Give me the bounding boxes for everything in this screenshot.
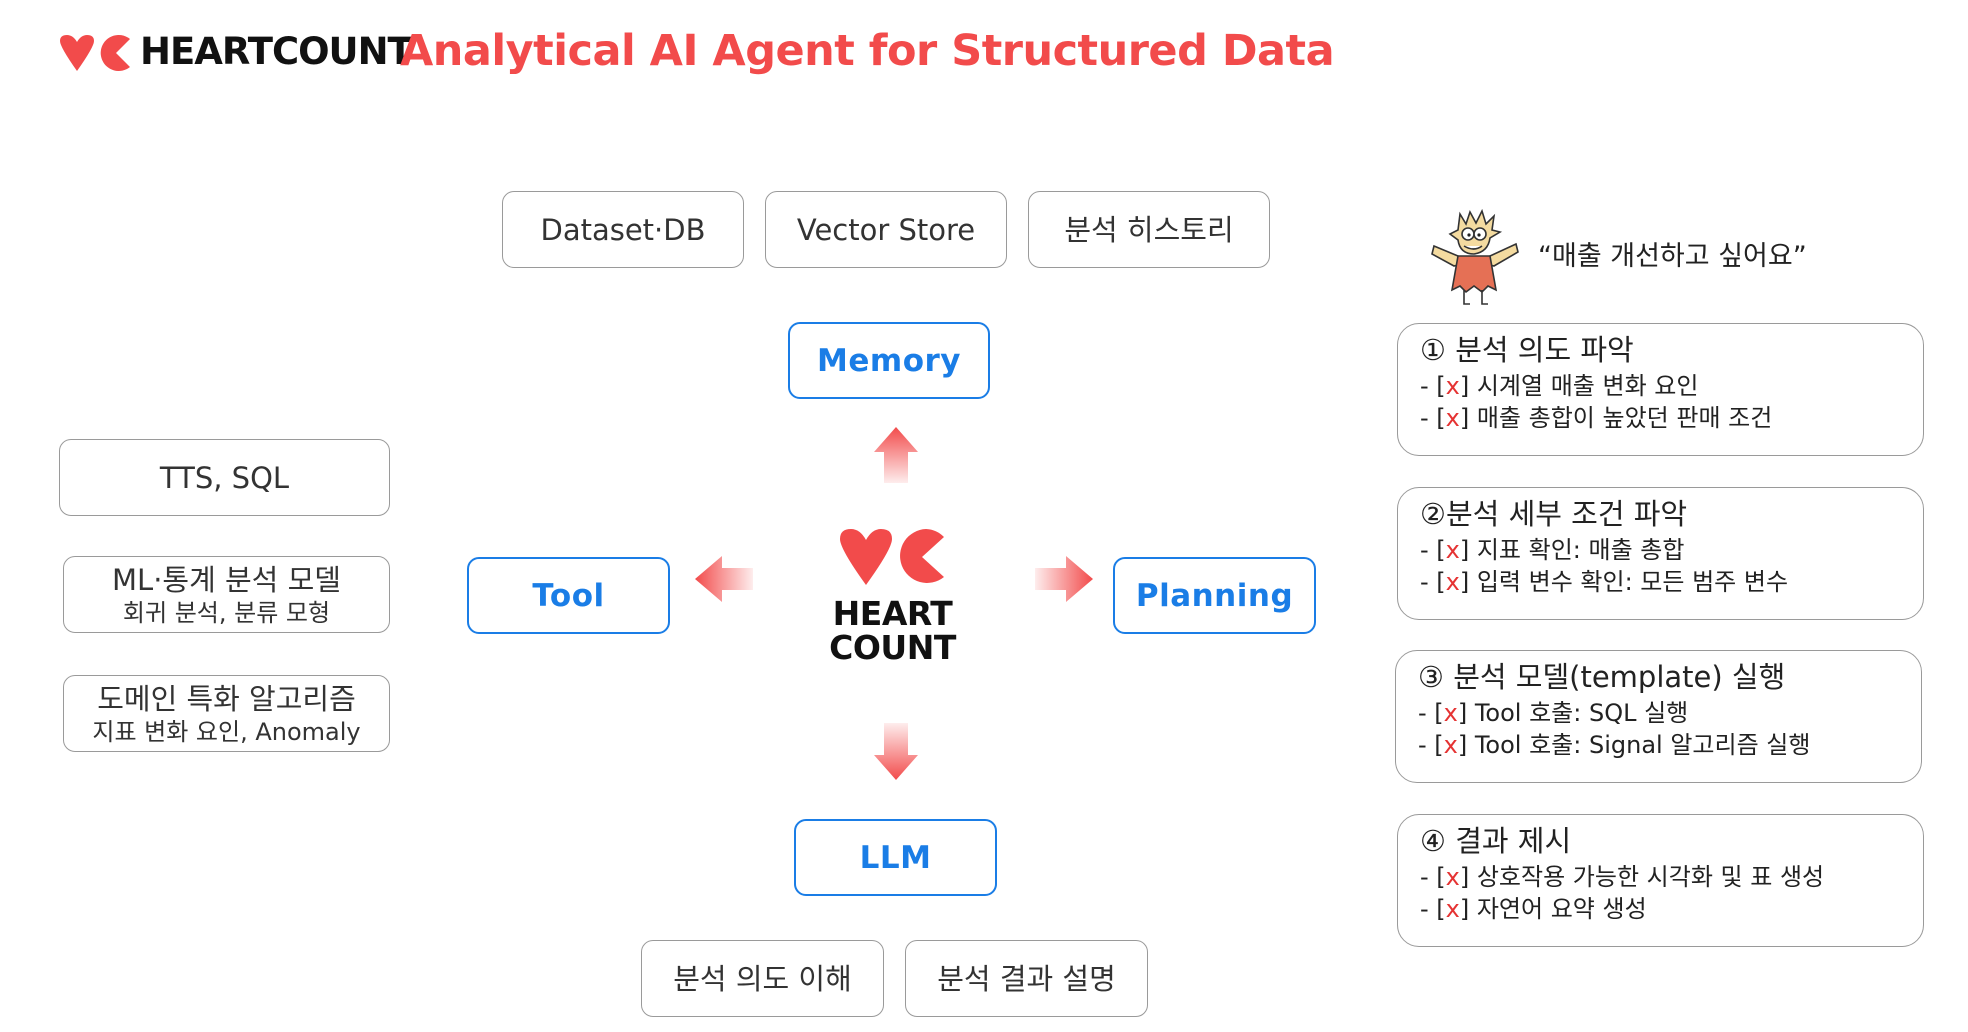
step-item-text: ] Tool 호출: Signal 알고리즘 실행 — [1457, 731, 1811, 759]
memory-source-label: Vector Store — [796, 212, 976, 247]
step-item-prefix: - [ — [1420, 372, 1446, 400]
memory-source-vector-store: Vector Store — [765, 191, 1007, 268]
tool-node: Tool — [467, 557, 670, 634]
tool-item-title: TTS, SQL — [159, 460, 290, 495]
step-item-mark: x — [1445, 536, 1460, 564]
llm-item-explain: 분석 결과 설명 — [905, 940, 1148, 1017]
step-item-prefix: - [ — [1418, 731, 1444, 759]
step-item: - [x] 시계열 매출 변화 요인 — [1420, 370, 1901, 402]
llm-item-label: 분석 결과 설명 — [937, 961, 1116, 996]
llm-item-label: 분석 의도 이해 — [673, 961, 852, 996]
cartoon-character-icon — [1431, 208, 1519, 305]
step-item-prefix: - [ — [1420, 568, 1446, 596]
memory-source-dataset-db: Dataset·DB — [502, 191, 744, 268]
step-item: - [x] 입력 변수 확인: 모든 범주 변수 — [1420, 566, 1901, 598]
tool-item-ml-stats: ML·통계 분석 모델 회귀 분석, 분류 모형 — [63, 556, 390, 633]
step-item: - [x] 상호작용 가능한 시각화 및 표 생성 — [1420, 861, 1901, 893]
step-item-text: ] 매출 총합이 높았던 판매 조건 — [1459, 404, 1773, 432]
step-item-mark: x — [1445, 372, 1460, 400]
step-item-mark: x — [1445, 863, 1460, 891]
step-item-mark: x — [1445, 568, 1460, 596]
step-item-prefix: - [ — [1420, 404, 1446, 432]
step-item-mark: x — [1443, 731, 1458, 759]
step-item-mark: x — [1443, 699, 1458, 727]
step-item-prefix: - [ — [1420, 895, 1446, 923]
center-brand-line: HEART — [832, 594, 953, 633]
tool-item-title: ML·통계 분석 모델 — [112, 562, 341, 597]
arrow-left-icon — [695, 556, 753, 602]
step-title: ②분석 세부 조건 파악 — [1420, 497, 1688, 531]
step-item-text: ] 자연어 요약 생성 — [1459, 895, 1647, 923]
brand-name: HEARTCOUNT — [140, 30, 413, 73]
arrow-down-icon — [874, 723, 918, 780]
step-title: ① 분석 의도 파악 — [1420, 333, 1634, 367]
center-brand-line: COUNT — [829, 628, 956, 667]
step-item-text: ] 상호작용 가능한 시각화 및 표 생성 — [1459, 863, 1825, 891]
step-item-text: ] 지표 확인: 매출 총합 — [1459, 536, 1685, 564]
step-item: - [x] 자연어 요약 생성 — [1420, 893, 1901, 925]
arrow-right-icon — [1035, 556, 1093, 602]
step-item: - [x] 지표 확인: 매출 총합 — [1420, 534, 1901, 566]
memory-source-label: 분석 히스토리 — [1064, 212, 1234, 247]
step-item-text: ] 입력 변수 확인: 모든 범주 변수 — [1459, 568, 1789, 596]
step-item-text: ] Tool 호출: SQL 실행 — [1457, 699, 1689, 727]
page-title: Analytical AI Agent for Structured Data — [400, 26, 1335, 76]
planning-step-1: ① 분석 의도 파악 - [x] 시계열 매출 변화 요인 - [x] 매출 총… — [1397, 323, 1924, 456]
planning-step-4: ④ 결과 제시 - [x] 상호작용 가능한 시각화 및 표 생성 - [x] … — [1397, 814, 1924, 947]
tool-item-subtitle: 회귀 분석, 분류 모형 — [122, 598, 331, 627]
user-quote: “매출 개선하고 싶어요” — [1538, 241, 1807, 272]
planning-step-2: ②분석 세부 조건 파악 - [x] 지표 확인: 매출 총합 - [x] 입력… — [1397, 487, 1924, 620]
step-item-mark: x — [1445, 895, 1460, 923]
llm-item-intent: 분석 의도 이해 — [641, 940, 884, 1017]
step-item-prefix: - [ — [1420, 536, 1446, 564]
step-item-prefix: - [ — [1420, 863, 1446, 891]
planning-step-3: ③ 분석 모델(template) 실행 - [x] Tool 호출: SQL … — [1395, 650, 1922, 783]
memory-source-analysis-history: 분석 히스토리 — [1028, 191, 1270, 268]
step-item-mark: x — [1445, 404, 1460, 432]
tool-item-tts-sql: TTS, SQL — [59, 439, 390, 516]
step-title: ③ 분석 모델(template) 실행 — [1418, 660, 1786, 694]
step-item: - [x] 매출 총합이 높았던 판매 조건 — [1420, 402, 1901, 434]
llm-node: LLM — [794, 819, 997, 896]
step-item: - [x] Tool 호출: Signal 알고리즘 실행 — [1418, 729, 1899, 761]
tool-item-subtitle: 지표 변화 요인, Anomaly — [92, 717, 361, 746]
step-item: - [x] Tool 호출: SQL 실행 — [1418, 697, 1899, 729]
tool-item-domain-algorithm: 도메인 특화 알고리즘 지표 변화 요인, Anomaly — [63, 675, 390, 752]
step-title: ④ 결과 제시 — [1420, 824, 1572, 858]
step-item-prefix: - [ — [1418, 699, 1444, 727]
heartcount-center-logo-icon — [840, 529, 944, 585]
memory-source-label: Dataset·DB — [540, 212, 706, 247]
planning-node: Planning — [1113, 557, 1316, 634]
step-item-text: ] 시계열 매출 변화 요인 — [1459, 372, 1699, 400]
arrow-up-icon — [874, 427, 918, 483]
center-brand-name: HEART COUNT — [790, 597, 995, 665]
tool-item-title: 도메인 특화 알고리즘 — [97, 681, 356, 716]
memory-node: Memory — [788, 322, 990, 399]
heartcount-logo-icon — [60, 34, 130, 71]
